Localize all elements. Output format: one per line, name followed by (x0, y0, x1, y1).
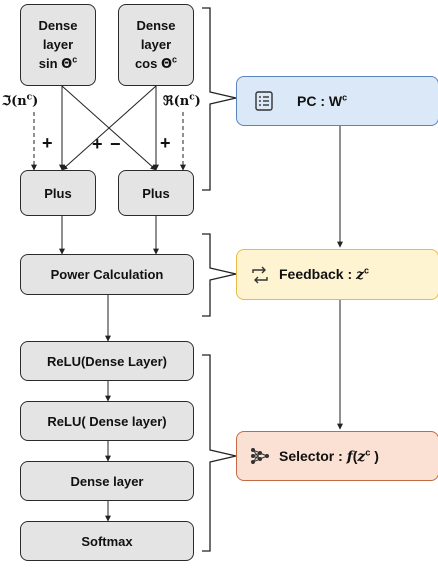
relu-dense-layer-box-1: ReLU(Dense Layer) (20, 341, 194, 381)
dense-sin-line1: Dense (38, 18, 78, 33)
plus-box-left: Plus (20, 170, 96, 216)
brace-top (202, 7, 237, 191)
brace-middle (202, 233, 237, 317)
feedback-panel: Feedback : zc (236, 249, 438, 300)
pc-panel: PC : Wc (236, 76, 438, 126)
relu-dense-layer-box-2: ReLU( Dense layer) (20, 401, 194, 441)
brace-bottom (202, 354, 237, 552)
dense-cos-line1: Dense (136, 18, 176, 33)
list-icon (255, 91, 273, 111)
plus-sign-middle: + (92, 134, 103, 154)
selector-panel: Selector : f(zc ) (236, 431, 438, 481)
dense-layer-cos-box: Dense layer cos Θc (118, 4, 194, 86)
power-calculation-box: Power Calculation (20, 254, 194, 295)
dense-cos-line3: cos Θc (134, 54, 178, 72)
dense-layer-sin-box: Dense layer sin Θc (20, 4, 96, 86)
dense-sin-line3: sin Θc (38, 54, 78, 72)
theta-symbol: Θ (160, 57, 173, 72)
plus-sign-right: + (160, 133, 171, 153)
feedback-loop-icon (252, 266, 268, 283)
pc-label: PC : Wc (297, 92, 348, 109)
plus-sign-left: + (42, 133, 53, 153)
imaginary-part-label: ℑ(nc) (2, 92, 39, 109)
softmax-box: Softmax (20, 521, 194, 561)
real-part-label: ℜ(nc) (163, 92, 201, 109)
selector-label: Selector : f(zc ) (279, 446, 379, 465)
minus-sign-middle: − (110, 134, 121, 154)
plus-box-right: Plus (118, 170, 194, 216)
dense-sin-line2: layer (42, 37, 74, 52)
cross-line-2 (61, 85, 157, 171)
feedback-label: Feedback : zc (279, 265, 369, 283)
theta-symbol: Θ (61, 57, 73, 72)
dense-cos-line2: layer (140, 37, 172, 52)
network-icon (251, 448, 269, 464)
dense-layer-box: Dense layer (20, 461, 194, 501)
